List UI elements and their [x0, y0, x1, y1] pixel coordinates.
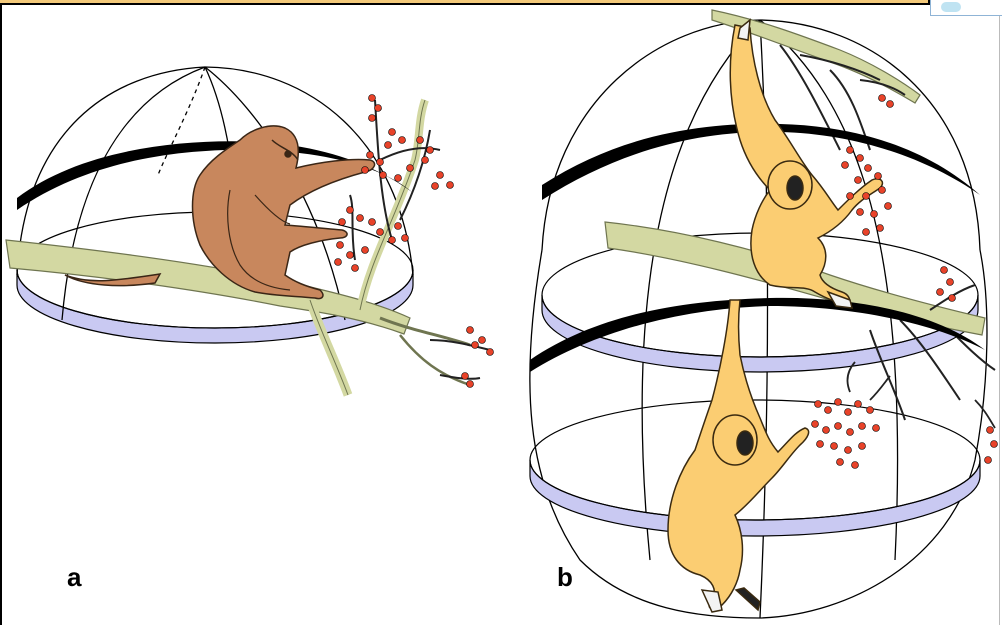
- panel-a-label: a: [67, 564, 81, 590]
- panel-b-label: b: [557, 564, 573, 590]
- twigs-b: [848, 362, 995, 428]
- panel-b-diagram: [530, 10, 998, 618]
- gibbon-figure-lower: [668, 300, 809, 612]
- panel-a-diagram: [6, 67, 494, 395]
